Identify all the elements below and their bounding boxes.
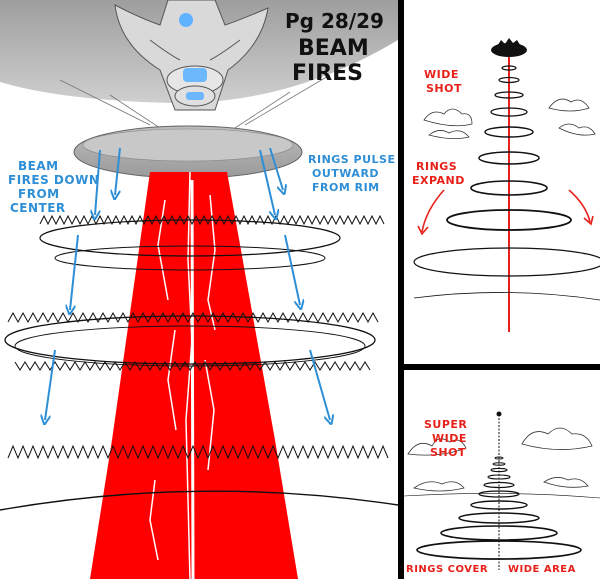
- red-beam: [90, 172, 298, 579]
- ground-rings: [404, 456, 600, 560]
- arrow-icon: [115, 147, 121, 195]
- expand-arrows: [417, 189, 594, 236]
- clouds: [423, 98, 596, 139]
- pulse-ring-1: [39, 214, 385, 271]
- arrow-icon: [95, 149, 101, 215]
- super-wide-label-3: SHOT: [430, 446, 466, 459]
- note-right-line-3: FROM RIM: [312, 181, 380, 194]
- expanding-rings: [413, 65, 600, 301]
- main-panel: Pg 28/29 BEAM FIRES BEAM FIRES DOWN FROM…: [0, 0, 398, 579]
- ship-silhouette: [491, 38, 527, 57]
- wide-shot-panel: WIDE SHOT RINGS EXPAND: [404, 0, 600, 364]
- note-right: RINGS PULSE OUTWARD FROM RIM: [308, 153, 396, 194]
- page-number: Pg 28/29: [285, 9, 384, 33]
- wide-shot-drawing: WIDE SHOT RINGS EXPAND: [412, 38, 600, 332]
- note-right-line-1: RINGS PULSE: [308, 153, 396, 166]
- arrow-icon: [269, 147, 283, 190]
- ship-core: [59, 0, 331, 129]
- rings-expand-label-1: RINGS: [416, 160, 457, 173]
- blue-arrows: [45, 147, 330, 420]
- note-left-line-4: CENTER: [10, 201, 66, 215]
- wide-shot-label-2: SHOT: [426, 82, 462, 95]
- note-right-line-2: OUTWARD: [312, 167, 379, 180]
- pulse-ring-3: [0, 444, 398, 511]
- super-wide-labels: SUPER WIDE SHOT RINGS COVER WIDE AREA: [406, 418, 576, 575]
- rings-expand-label-2: EXPAND: [412, 174, 465, 187]
- wide-shot-label-1: WIDE: [424, 68, 459, 81]
- super-wide-shot-panel: SUPER WIDE SHOT RINGS COVER WIDE AREA: [404, 370, 600, 579]
- wide-shot-labels: WIDE SHOT RINGS EXPAND: [412, 68, 465, 187]
- ship-dot: [496, 411, 502, 417]
- main-panel-drawing: Pg 28/29 BEAM FIRES BEAM FIRES DOWN FROM…: [0, 0, 398, 579]
- super-wide-shot-drawing: SUPER WIDE SHOT RINGS COVER WIDE AREA: [404, 411, 600, 575]
- arrow-icon: [309, 349, 330, 420]
- arrow-icon: [45, 349, 56, 420]
- note-left-line-1: BEAM: [18, 159, 59, 173]
- caption-wide-area: WIDE AREA: [508, 564, 576, 575]
- note-left: BEAM FIRES DOWN FROM CENTER: [8, 159, 99, 215]
- arrow-icon: [284, 234, 300, 305]
- title-line-2: FIRES: [292, 61, 363, 86]
- arrow-icon: [70, 234, 79, 310]
- pulse-ring-2: [4, 311, 379, 371]
- arrow-icon: [259, 149, 275, 215]
- super-wide-label-1: SUPER: [424, 418, 467, 431]
- arrow-icon: [421, 189, 445, 233]
- title-line-1: BEAM: [298, 36, 369, 61]
- note-left-line-2: FIRES DOWN: [8, 173, 99, 187]
- arrow-icon: [568, 189, 591, 223]
- caption-rings-cover: RINGS COVER: [406, 564, 488, 575]
- super-wide-label-2: WIDE: [432, 432, 467, 445]
- note-left-line-3: FROM: [18, 187, 60, 201]
- clouds: [407, 427, 593, 492]
